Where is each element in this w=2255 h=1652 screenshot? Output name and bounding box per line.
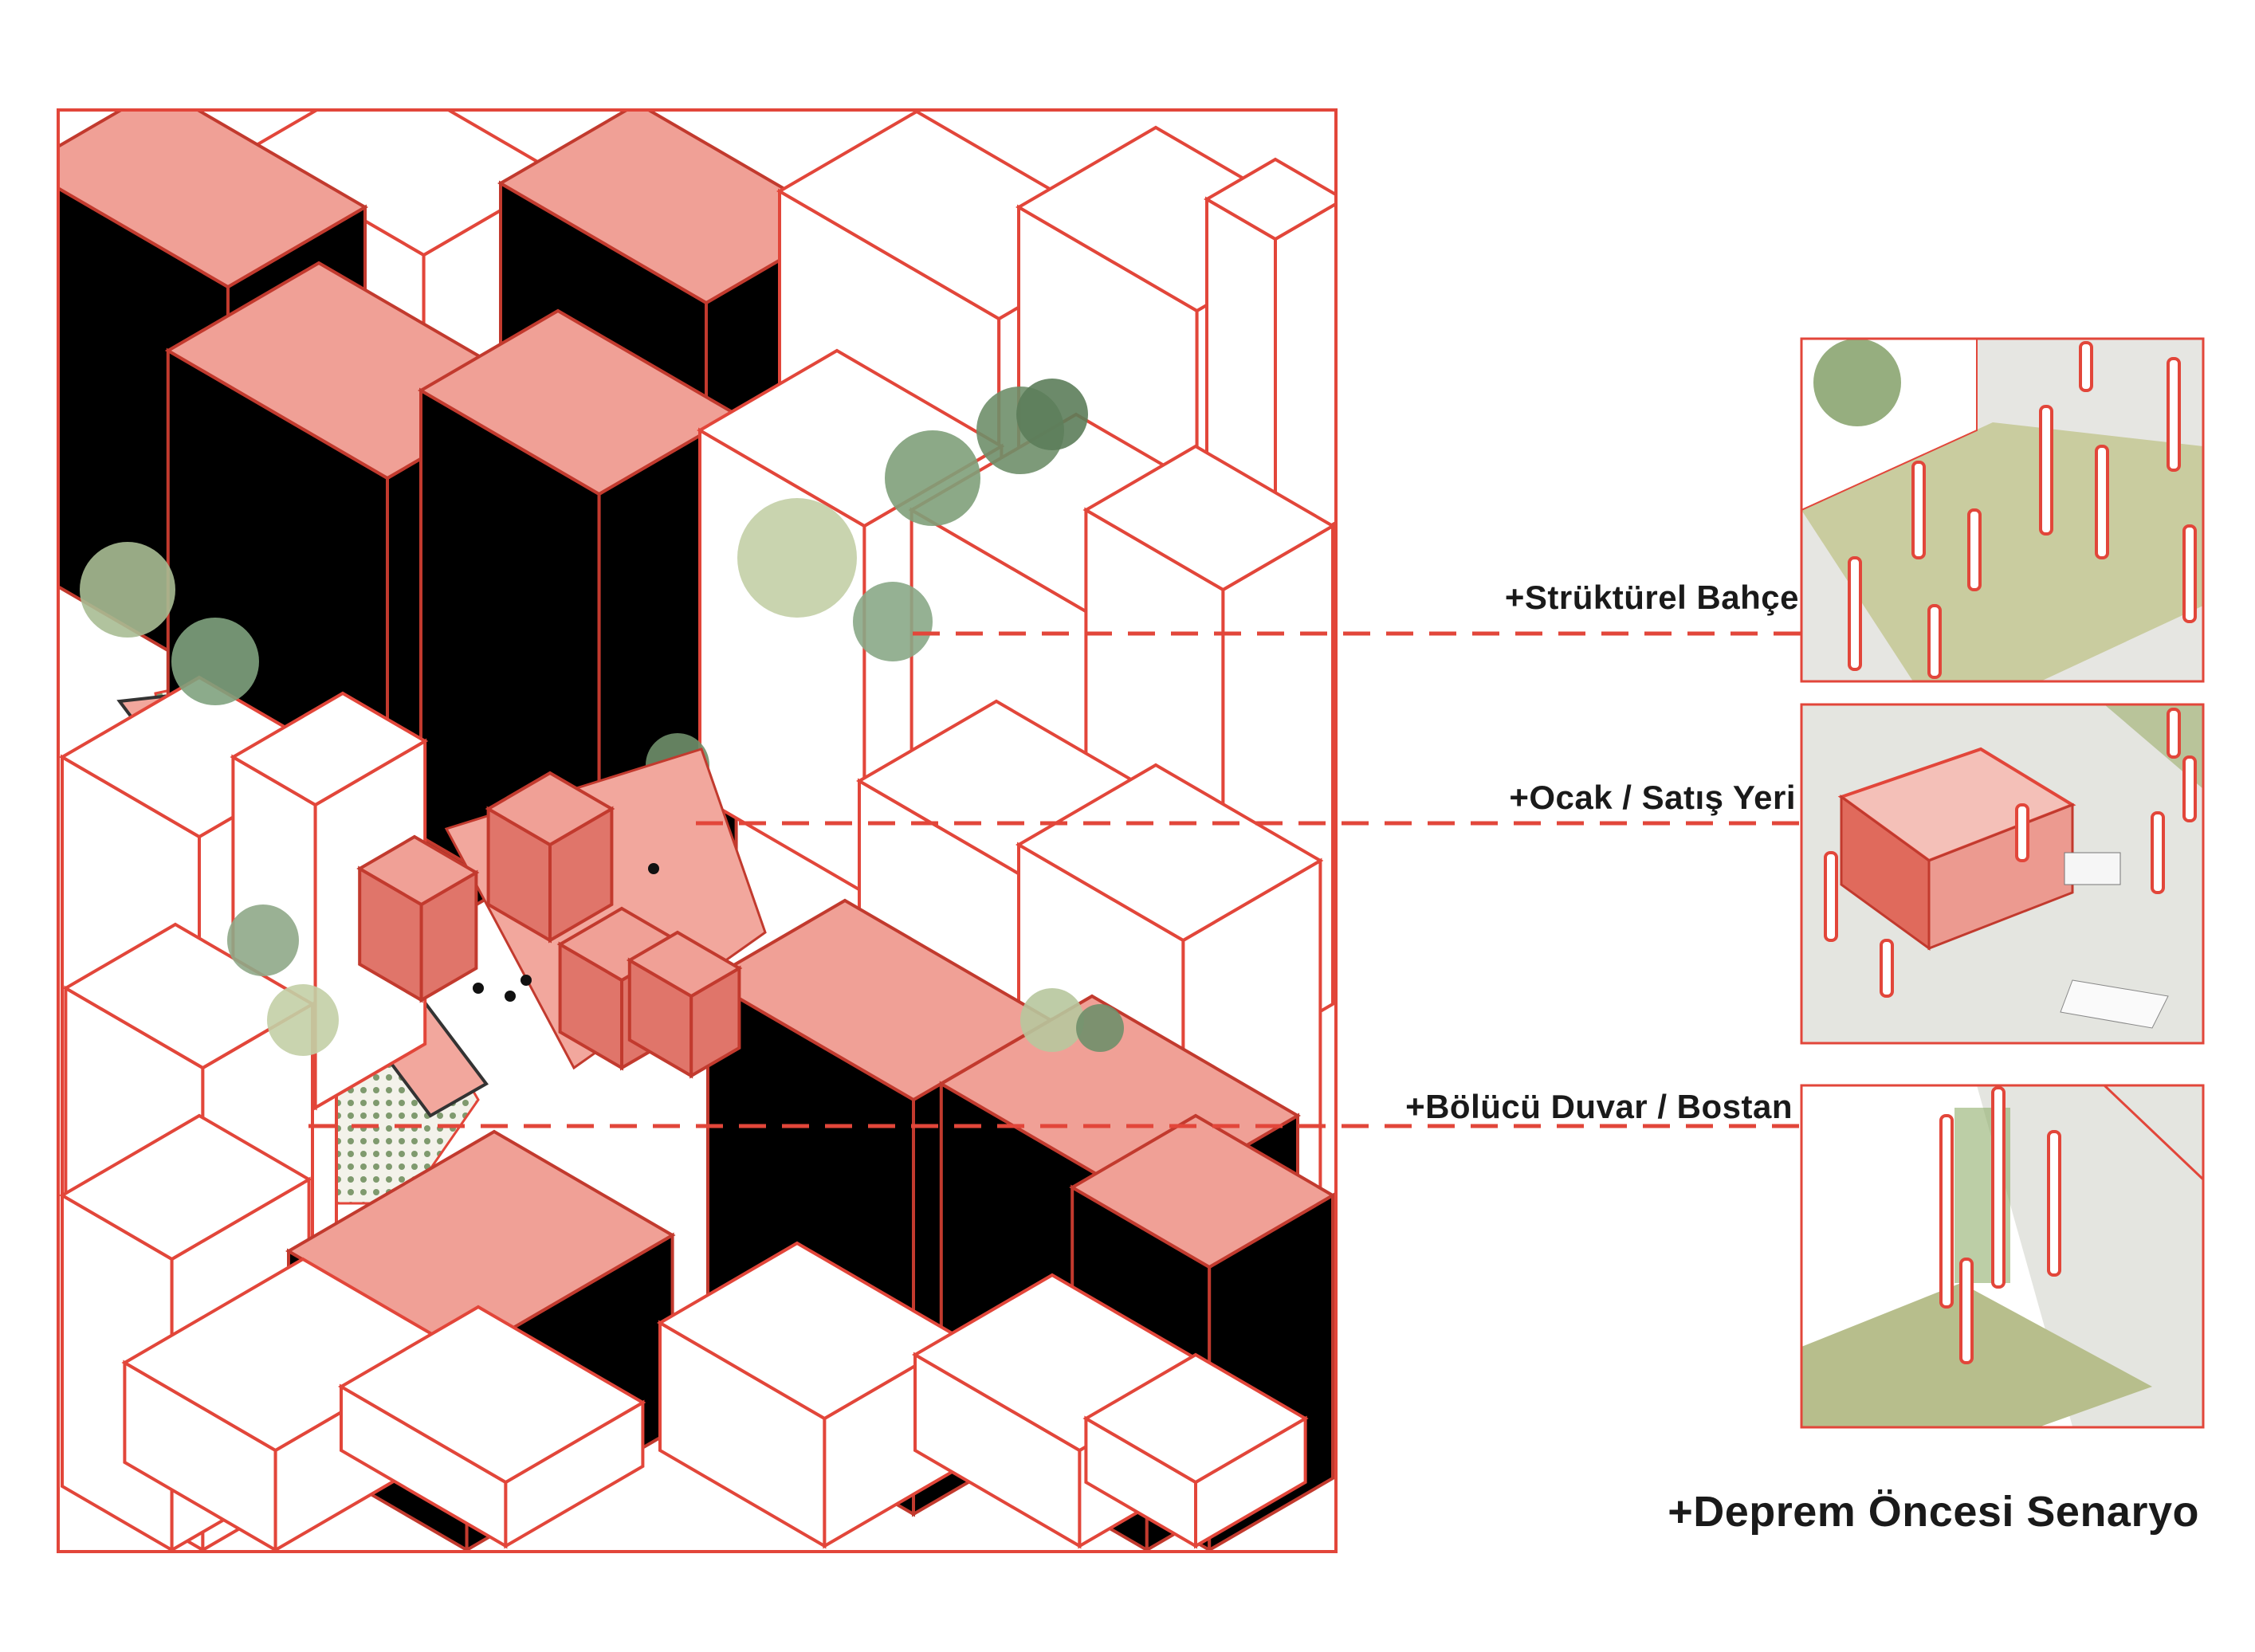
panel-frame [1800, 703, 2205, 1045]
panel-bolucu-duvar [1801, 1085, 2203, 1427]
panel-ocak-satis [1801, 704, 2203, 1043]
city-blocks [58, 110, 1336, 1552]
tree-icon [1020, 988, 1084, 1052]
person-icon [648, 863, 659, 874]
pole [1939, 1114, 1954, 1309]
pole [2047, 1130, 2061, 1277]
pole [2182, 524, 2197, 623]
tree-icon [737, 498, 857, 618]
pole [2015, 803, 2029, 862]
tree-icon [1813, 339, 1901, 426]
person-icon [521, 975, 532, 986]
person-icon [473, 983, 484, 994]
pole [2167, 357, 2181, 472]
tree-icon [80, 542, 175, 638]
pole [2151, 811, 2165, 894]
tree-icon [267, 984, 339, 1056]
pavilion-cluster [356, 748, 767, 1079]
pole [2095, 445, 2109, 559]
building [485, 771, 615, 944]
trees [80, 379, 1124, 1056]
tree-icon [853, 582, 933, 661]
tree-icon [1016, 379, 1088, 450]
pole [1824, 851, 1838, 942]
pole [1991, 1086, 2006, 1289]
callout-label-ocak-satis: +Ocak / Satış Yeri [1509, 779, 1796, 816]
tree-icon [171, 618, 259, 705]
pole [1927, 604, 1942, 679]
pole [2079, 341, 2093, 392]
pole [1911, 461, 1926, 559]
tree-icon [227, 904, 299, 976]
pole [1880, 939, 1894, 998]
panel-frame [1800, 1084, 2205, 1429]
pole [2167, 708, 2181, 759]
pole [2182, 755, 2197, 822]
pole [1848, 556, 1862, 671]
tree-icon [1076, 1004, 1124, 1052]
callout-label-bolucu-duvar: +Bölücü Duvar / Bostan [1405, 1088, 1793, 1125]
building [356, 834, 480, 1003]
building [626, 930, 743, 1079]
tree-icon [885, 430, 980, 526]
pole [2039, 405, 2053, 536]
panel-strukturel-bahce [1801, 339, 2203, 681]
pole [1959, 1258, 1974, 1364]
pole [1967, 508, 1982, 591]
building [338, 1305, 646, 1549]
panel-frame [1800, 337, 2205, 683]
person-icon [505, 991, 516, 1002]
scenario-title: +Deprem Öncesi Senaryo [1668, 1488, 2199, 1536]
callout-label-strukturel-bahce: +Strüktürel Bahçe [1504, 579, 1799, 616]
building [1082, 1352, 1309, 1549]
main-frame [57, 108, 1338, 1553]
